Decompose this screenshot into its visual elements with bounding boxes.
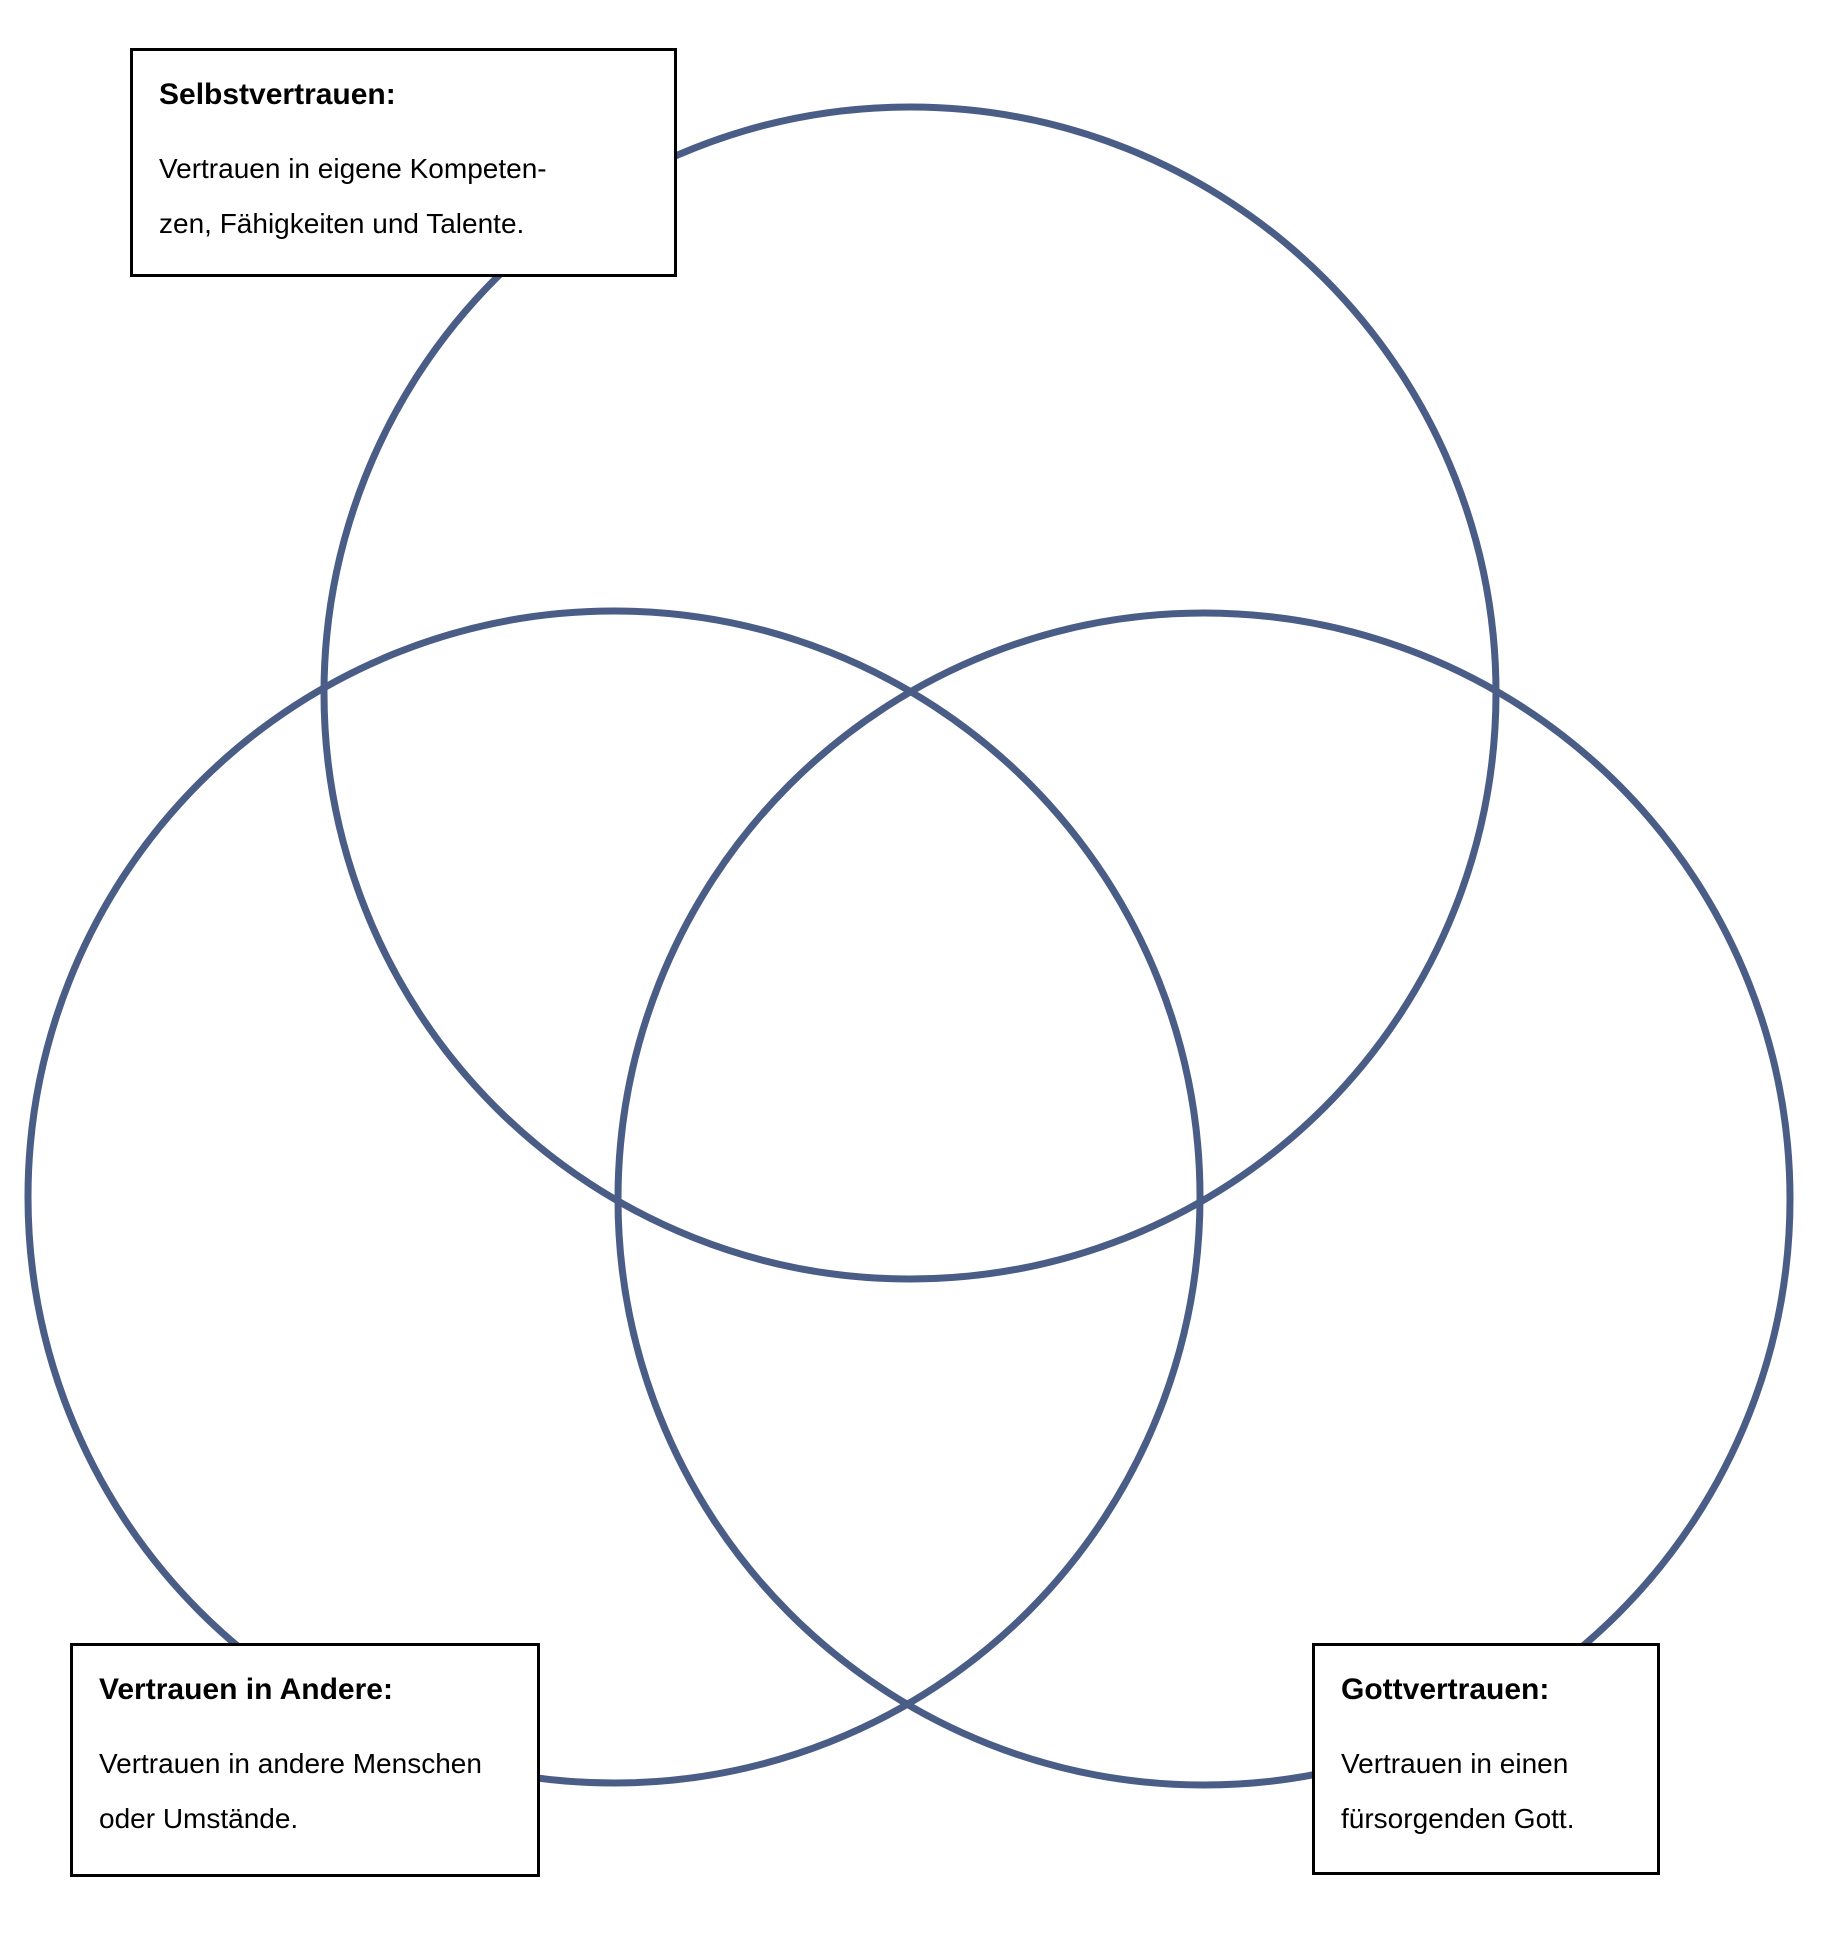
vertrauen-in-andere-body-line-2: oder Umstände. — [99, 1803, 299, 1834]
selbstvertrauen-body-line-1: Vertrauen in eigene Kompeten- — [159, 153, 547, 184]
vertrauen-in-andere-body-line-1: Vertrauen in andere Menschen — [99, 1748, 482, 1779]
vertrauen-in-andere-title: Vertrauen in Andere: — [99, 1673, 393, 1706]
selbstvertrauen-title: Selbstvertrauen: — [159, 78, 396, 111]
label-box-selbstvertrauen: Selbstvertrauen: Vertrauen in eigene Kom… — [130, 48, 677, 277]
venn-circle-vertrauen-in-andere — [24, 607, 1204, 1787]
label-box-gottvertrauen: Gottvertrauen: Vertrauen in einen fürsor… — [1312, 1643, 1660, 1875]
selbstvertrauen-body-line-2: zen, Fähigkeiten und Talente. — [159, 208, 525, 239]
gottvertrauen-body-line-1: Vertrauen in einen — [1341, 1748, 1569, 1779]
label-box-vertrauen-in-andere: Vertrauen in Andere: Vertrauen in andere… — [70, 1643, 540, 1877]
gottvertrauen-title: Gottvertrauen: — [1341, 1673, 1550, 1706]
venn-circle-gottvertrauen — [614, 609, 1794, 1789]
gottvertrauen-body-line-2: fürsorgenden Gott. — [1341, 1803, 1575, 1834]
